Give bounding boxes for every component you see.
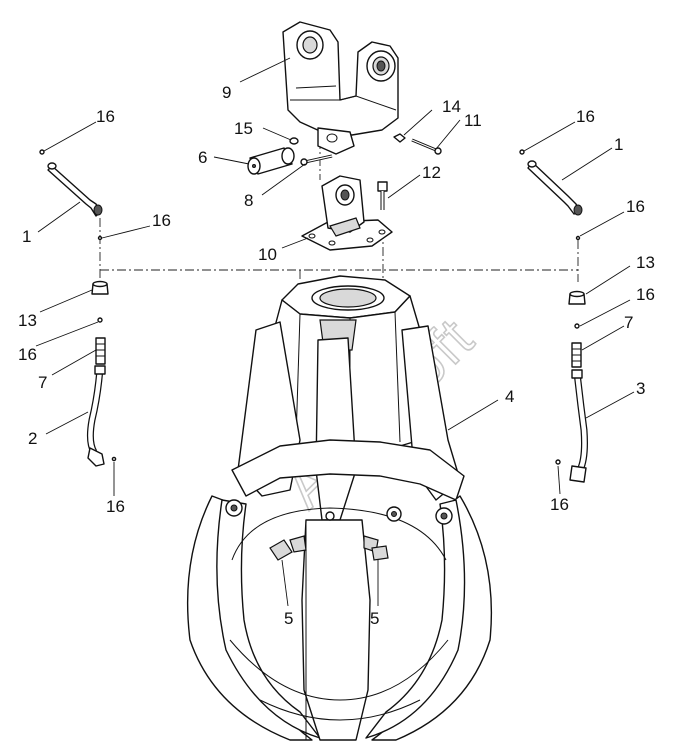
- bolt-part-11: [411, 138, 442, 155]
- callout-11: 11: [464, 111, 482, 130]
- wear-pad-right-part-5: [363, 535, 389, 561]
- hose-left-part-2: [86, 365, 117, 467]
- callout-10: 10: [258, 245, 277, 264]
- rotator-plate-part-10: [301, 175, 393, 251]
- wear-pad-left-part-5: [269, 535, 307, 561]
- nut-part-14: [393, 133, 406, 143]
- callout-13-right: 13: [636, 253, 655, 272]
- callout-12: 12: [422, 163, 441, 182]
- callout-16-g: 16: [636, 285, 655, 304]
- callout-16-a: 16: [96, 107, 115, 126]
- callout-16-f: 16: [626, 197, 645, 216]
- callout-14: 14: [442, 97, 461, 116]
- callout-1-right: 1: [614, 135, 623, 154]
- callout-7-left: 7: [38, 373, 47, 392]
- screw-part-12: [377, 181, 388, 210]
- washer-right-part-16: [574, 323, 580, 329]
- callout-16-e: 16: [576, 107, 595, 126]
- washer-part-15: [289, 137, 299, 145]
- callout-5-left: 5: [284, 609, 293, 628]
- callout-1-left: 1: [22, 227, 31, 246]
- hose-fitting-left-part-1: [39, 149, 103, 241]
- leader-lines: [35, 57, 635, 607]
- adapter-left-part-7: [95, 337, 106, 365]
- pin-part-6: [247, 147, 295, 175]
- callout-6: 6: [198, 148, 207, 167]
- callout-4: 4: [505, 387, 514, 406]
- callout-15: 15: [234, 119, 253, 138]
- callout-3: 3: [636, 379, 645, 398]
- callout-8: 8: [244, 191, 253, 210]
- callout-5-right: 5: [370, 609, 379, 628]
- bolt-part-8: [300, 154, 333, 166]
- hose-fitting-right-part-1: [519, 149, 583, 241]
- callout-16-d: 16: [106, 497, 125, 516]
- callout-16-c: 16: [18, 345, 37, 364]
- bracket-part-9: [282, 21, 399, 155]
- adapter-right-part-7: [571, 342, 582, 368]
- callout-2: 2: [28, 429, 37, 448]
- callout-16-b: 16: [152, 211, 171, 230]
- callout-9: 9: [222, 83, 231, 102]
- nut-right-part-13: [568, 290, 586, 305]
- hose-right-part-3: [555, 369, 588, 483]
- callout-13-left: 13: [18, 311, 37, 330]
- nut-left-part-13: [91, 280, 109, 295]
- grab-body-part-4: [186, 275, 493, 741]
- callout-16-h: 16: [550, 495, 569, 514]
- washer-left-part-16: [97, 317, 103, 323]
- callout-7-right: 7: [624, 313, 633, 332]
- callout-labels: 1 1 2 3 4 5 5 6 7 7 8 9 10 11 12 13 13 1…: [18, 83, 655, 628]
